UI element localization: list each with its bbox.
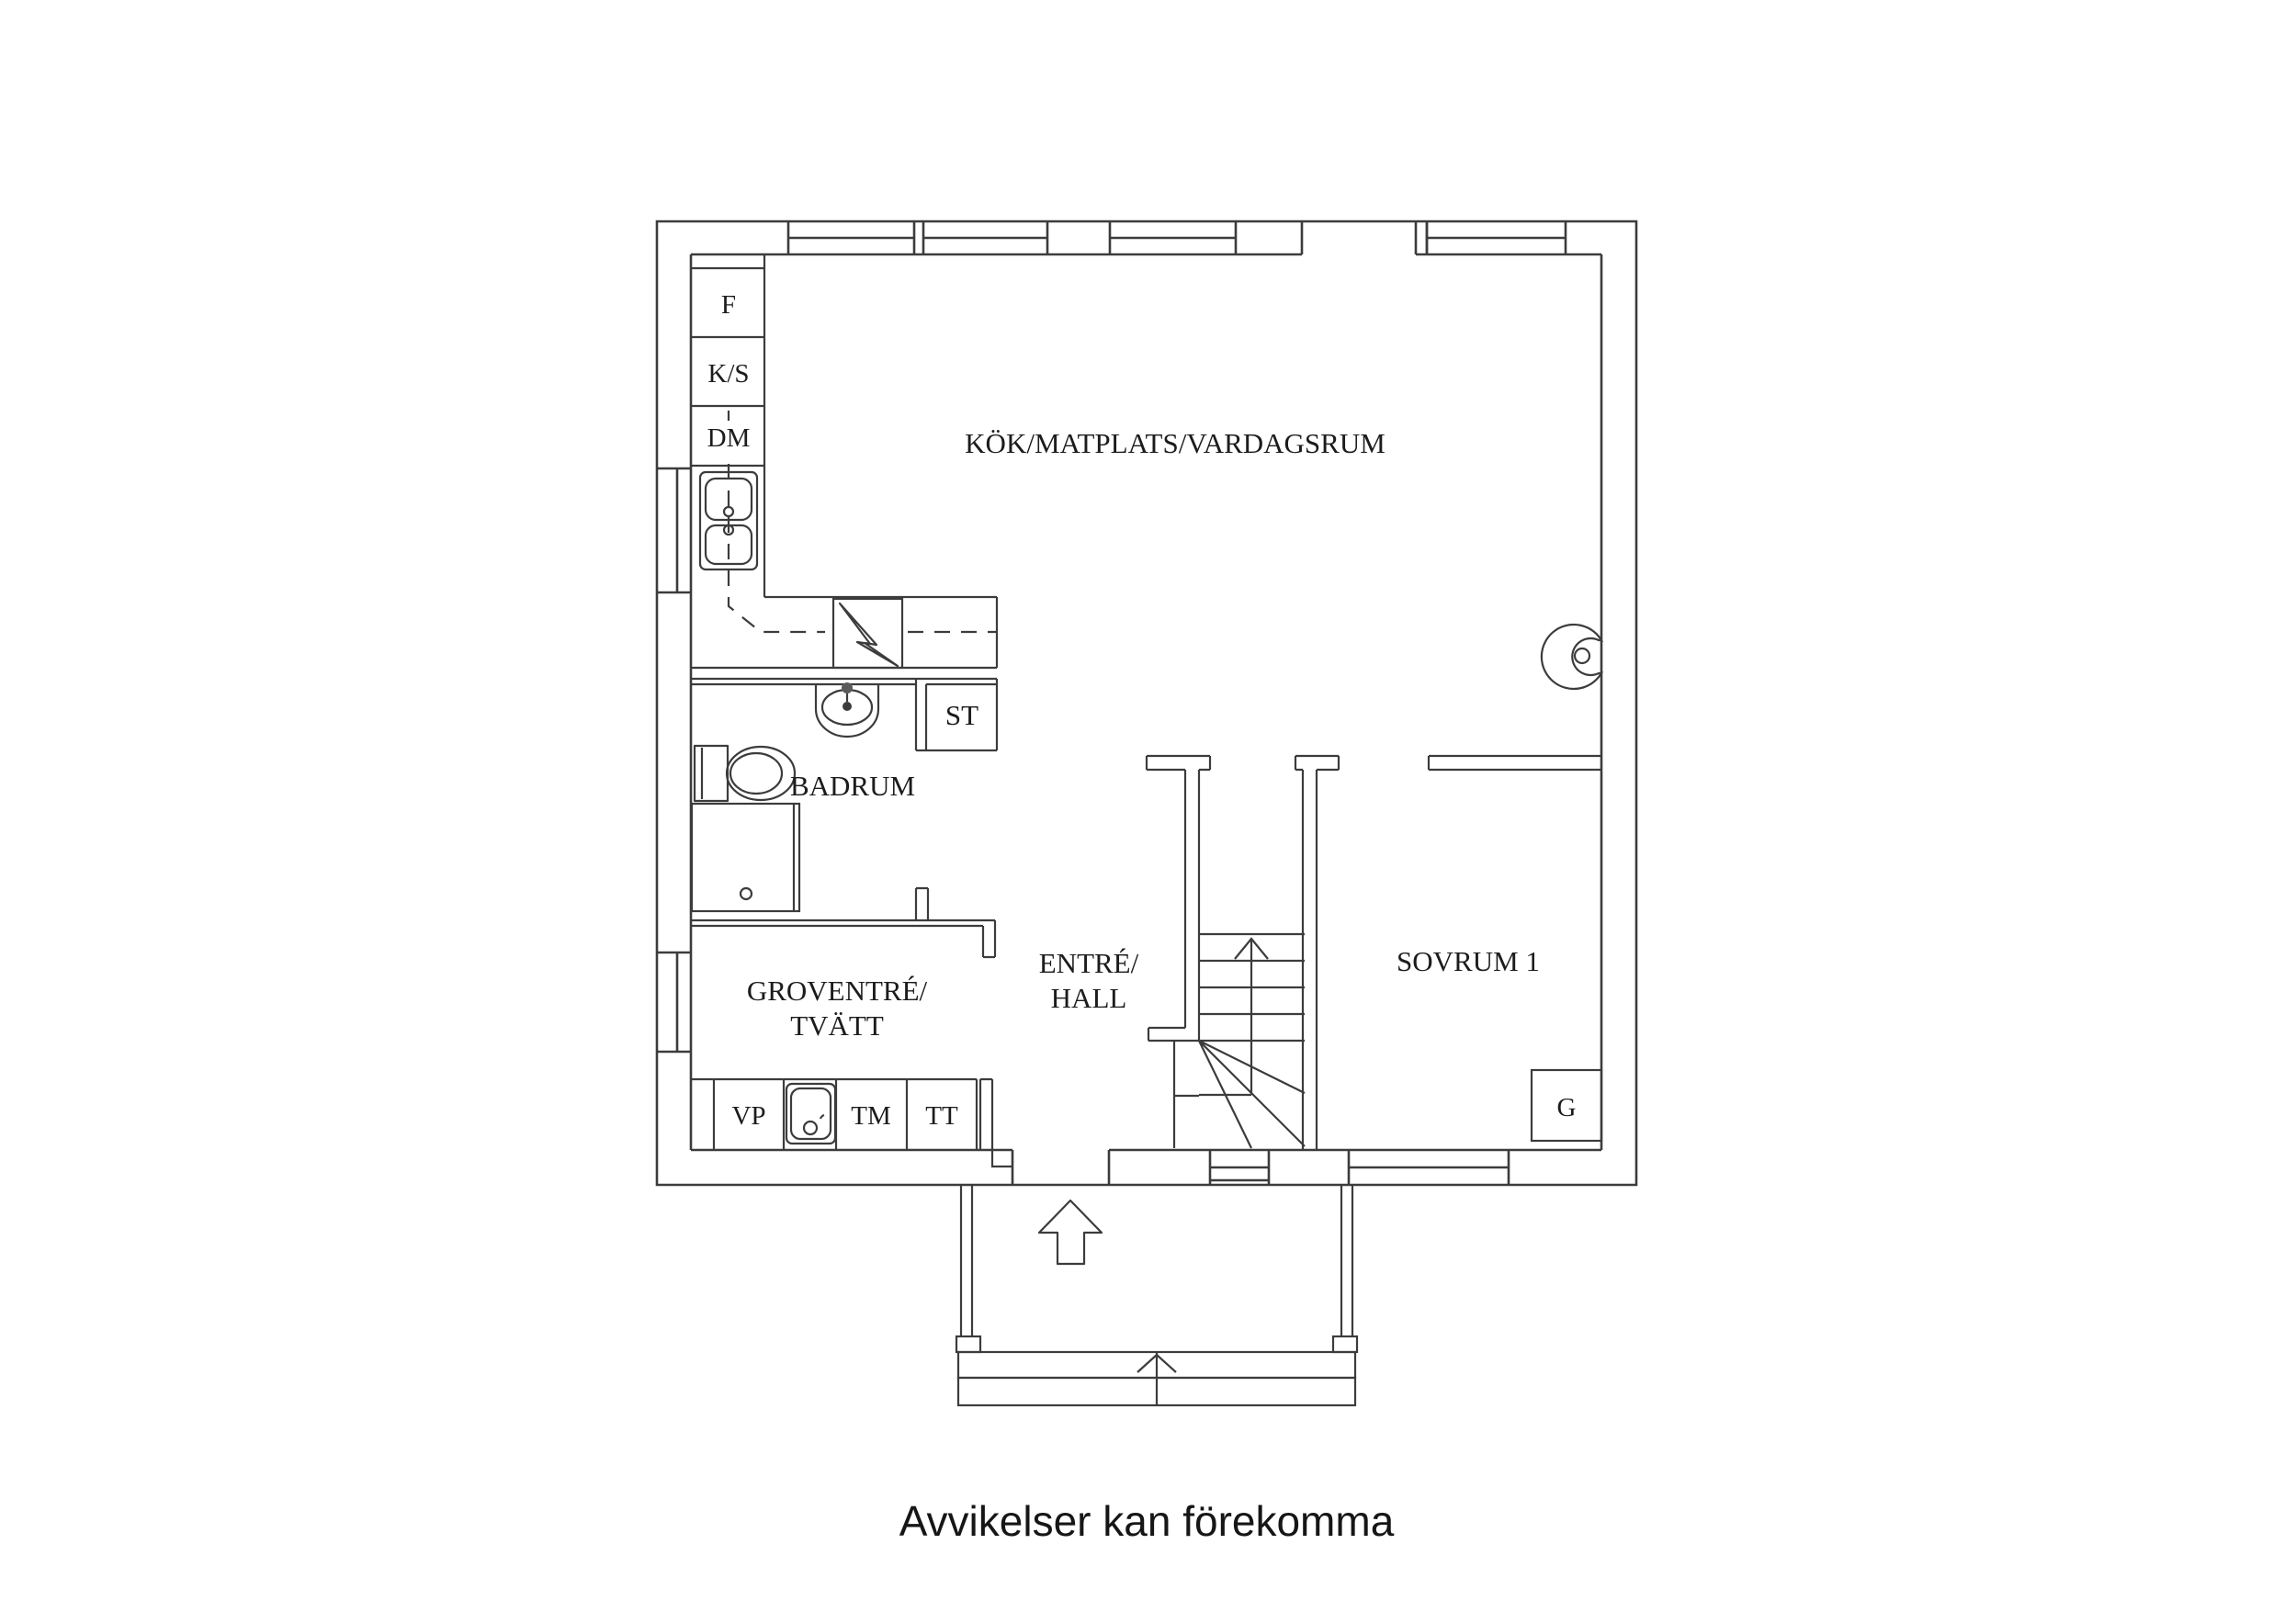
bathroom-walls: [691, 677, 999, 959]
stairs: [1145, 754, 1340, 1150]
shower-icon: [690, 802, 801, 913]
window: [657, 467, 691, 594]
stove-icon: [831, 597, 904, 670]
kitchen-counter: [691, 254, 999, 670]
room-label-kitchen: KÖK/MATPLATS/VARDAGSRUM: [965, 427, 1386, 459]
laundry-sink-icon: [785, 1082, 837, 1145]
room-label-utility-line1: GROVENTRÉ/: [747, 975, 928, 1007]
fireplace-icon: [1540, 623, 1603, 691]
step-arrow-icon: [1137, 1353, 1177, 1373]
stairs-up-arrow-icon: [1234, 937, 1269, 960]
appliance-label-dishwasher: DM: [707, 423, 751, 453]
room-label-utility-line2: TVÄTT: [790, 1009, 884, 1042]
appliance-label-washing-machine: TM: [851, 1101, 891, 1131]
stove-bolt-icon: [838, 602, 899, 668]
appliance-label-heat-pump: VP: [731, 1101, 765, 1131]
windows: [657, 221, 1567, 1185]
window: [786, 221, 916, 254]
wardrobe-box: [1530, 1068, 1603, 1143]
counter-dashed-line: [727, 411, 825, 634]
room-label-hall-line1: ENTRÉ/: [1039, 947, 1139, 979]
window: [1425, 221, 1567, 254]
appliance-label-wardrobe: G: [1557, 1093, 1577, 1122]
window: [1347, 1150, 1510, 1185]
disclaimer-caption: Avvikelser kan förekomma: [899, 1497, 1395, 1545]
entry-arrow-icon: [1037, 1199, 1103, 1266]
window: [657, 951, 691, 1054]
room-label-bathroom: BADRUM: [790, 770, 915, 802]
window: [1108, 221, 1238, 254]
porch: [955, 1185, 1359, 1407]
bedroom-walls: [1427, 754, 1603, 1143]
room-label-hall-line2: HALL: [1051, 982, 1127, 1014]
toilet-icon: [693, 744, 797, 803]
appliance-label-dryer: TT: [925, 1101, 958, 1131]
appliance-label-fridge-freezer: K/S: [707, 359, 749, 389]
bathroom-basin-icon: [814, 682, 880, 738]
window: [922, 221, 1049, 254]
exterior-walls: [655, 220, 1638, 1187]
room-label-closet: ST: [945, 699, 978, 731]
room-label-bedroom: SOVRUM 1: [1397, 945, 1540, 977]
appliance-label-fridge: F: [721, 290, 736, 320]
